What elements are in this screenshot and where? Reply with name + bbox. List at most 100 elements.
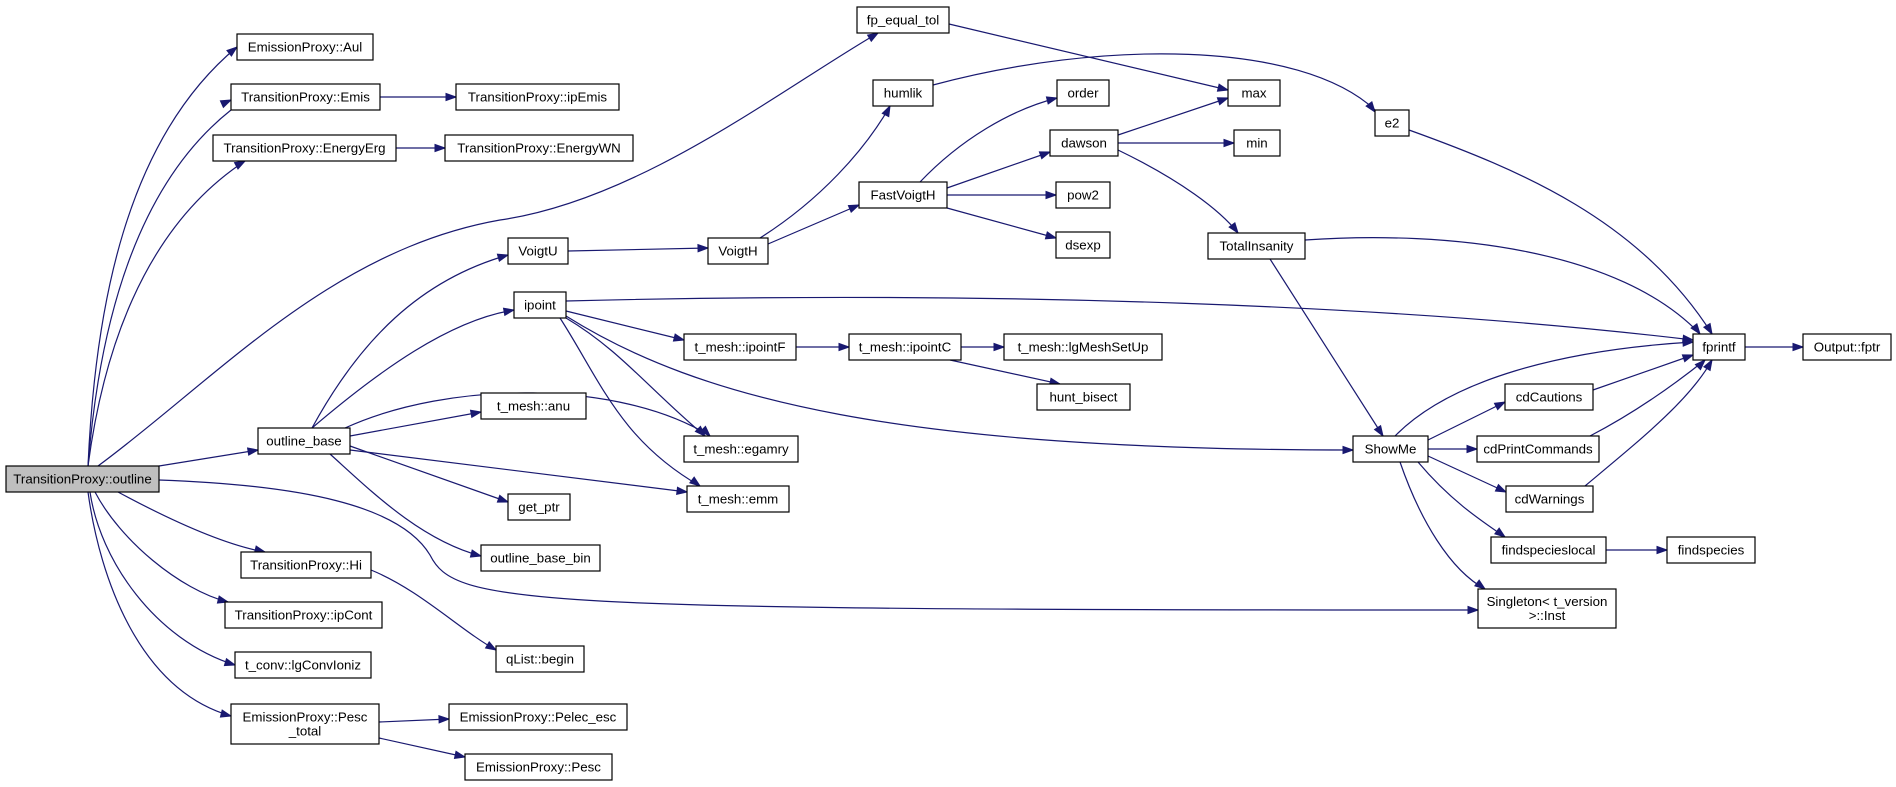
node-box[interactable]	[240, 551, 372, 579]
node-box[interactable]	[858, 181, 948, 209]
node-getptr[interactable]: get_ptr	[507, 493, 571, 521]
node-lgconvioniz[interactable]: t_conv::lgConvIoniz	[234, 651, 372, 679]
node-box[interactable]	[480, 392, 587, 420]
node-fptr[interactable]: Output::fptr	[1802, 333, 1892, 361]
node-box[interactable]	[1227, 79, 1281, 107]
node-box[interactable]	[1477, 588, 1617, 629]
node-totalinsanity[interactable]: TotalInsanity	[1207, 232, 1306, 260]
node-pesctotal[interactable]: EmissionProxy::Pesc_total	[230, 703, 380, 745]
node-e2[interactable]: e2	[1374, 109, 1410, 137]
node-emm[interactable]: t_mesh::emm	[686, 485, 790, 513]
node-fprintf[interactable]: fprintf	[1692, 333, 1746, 361]
node-outlinebasebin[interactable]: outline_base_bin	[480, 544, 601, 572]
node-pesc[interactable]: EmissionProxy::Pesc	[464, 753, 613, 781]
node-box[interactable]	[1056, 79, 1110, 107]
node-root[interactable]: TransitionProxy::outline	[5, 465, 160, 493]
node-box[interactable]	[872, 79, 934, 107]
node-showme[interactable]: ShowMe	[1352, 435, 1429, 463]
node-ipointf[interactable]: t_mesh::ipointF	[683, 333, 797, 361]
node-box[interactable]	[1476, 435, 1600, 463]
node-box[interactable]	[212, 134, 397, 162]
node-box[interactable]	[224, 601, 383, 629]
node-box[interactable]	[1233, 129, 1281, 157]
node-box[interactable]	[507, 493, 571, 521]
node-box[interactable]	[236, 33, 374, 61]
arrowhead	[1216, 83, 1230, 92]
node-dawson[interactable]: dawson	[1049, 129, 1119, 157]
node-box[interactable]	[230, 83, 381, 111]
node-box[interactable]	[1692, 333, 1746, 361]
node-dsexp[interactable]: dsexp	[1055, 231, 1111, 259]
node-box[interactable]	[1055, 181, 1111, 209]
edge-root-to-outlinebase	[158, 447, 260, 467]
node-voigtu[interactable]: VoigtU	[507, 237, 569, 265]
node-fpequaltol[interactable]: fp_equal_tol	[856, 6, 950, 34]
node-box[interactable]	[856, 6, 950, 34]
node-energyerg[interactable]: TransitionProxy::EnergyErg	[212, 134, 397, 162]
node-cdcautions[interactable]: cdCautions	[1504, 383, 1594, 411]
node-box[interactable]	[1504, 383, 1594, 411]
node-findspecieslocal[interactable]: findspecieslocal	[1490, 536, 1607, 564]
node-box[interactable]	[686, 485, 790, 513]
node-box[interactable]	[1490, 536, 1607, 564]
node-box[interactable]	[1207, 232, 1306, 260]
node-outlinebase[interactable]: outline_base	[257, 427, 351, 455]
node-cdprintcommands[interactable]: cdPrintCommands	[1476, 435, 1600, 463]
node-box[interactable]	[1802, 333, 1892, 361]
node-box[interactable]	[707, 237, 769, 265]
node-anu[interactable]: t_mesh::anu	[480, 392, 587, 420]
arrowhead	[1792, 342, 1805, 352]
node-huntbisect[interactable]: hunt_bisect	[1036, 383, 1131, 411]
node-box[interactable]	[444, 134, 634, 162]
node-box[interactable]	[1374, 109, 1410, 137]
node-ipcont[interactable]: TransitionProxy::ipCont	[224, 601, 383, 629]
node-singleton[interactable]: Singleton< t_version>::Inst	[1477, 588, 1617, 629]
edge-dawson-to-min	[1118, 138, 1236, 148]
node-findspecies[interactable]: findspecies	[1666, 536, 1756, 564]
node-box[interactable]	[448, 703, 628, 731]
node-label: VoigtH	[718, 244, 757, 259]
node-box[interactable]	[1003, 333, 1163, 361]
node-humlik[interactable]: humlik	[872, 79, 934, 107]
node-fastvoigth[interactable]: FastVoigtH	[858, 181, 948, 209]
node-ipointc[interactable]: t_mesh::ipointC	[848, 333, 962, 361]
node-box[interactable]	[507, 237, 569, 265]
node-box[interactable]	[683, 333, 797, 361]
node-ipoint[interactable]: ipoint	[513, 291, 567, 319]
node-energywn[interactable]: TransitionProxy::EnergyWN	[444, 134, 634, 162]
node-ipemis[interactable]: TransitionProxy::ipEmis	[455, 83, 620, 111]
node-voigth[interactable]: VoigtH	[707, 237, 769, 265]
node-max[interactable]: max	[1227, 79, 1281, 107]
node-box[interactable]	[513, 291, 567, 319]
node-egamry[interactable]: t_mesh::egamry	[683, 435, 799, 463]
node-box[interactable]	[455, 83, 620, 111]
edge-line	[1408, 129, 1713, 335]
node-order[interactable]: order	[1056, 79, 1110, 107]
node-box[interactable]	[230, 703, 380, 745]
node-hi[interactable]: TransitionProxy::Hi	[240, 551, 372, 579]
node-box[interactable]	[495, 645, 585, 673]
node-box[interactable]	[1505, 485, 1594, 513]
node-box[interactable]	[1049, 129, 1119, 157]
arrowhead	[1694, 358, 1707, 371]
node-box[interactable]	[257, 427, 351, 455]
node-label: ShowMe	[1365, 442, 1417, 457]
node-box[interactable]	[1352, 435, 1429, 463]
node-pow2[interactable]: pow2	[1055, 181, 1111, 209]
node-qlistbegin[interactable]: qList::begin	[495, 645, 585, 673]
node-box[interactable]	[683, 435, 799, 463]
node-lgmeshsetup[interactable]: t_mesh::lgMeshSetUp	[1003, 333, 1163, 361]
node-cdwarnings[interactable]: cdWarnings	[1505, 485, 1594, 513]
node-box[interactable]	[1055, 231, 1111, 259]
node-box[interactable]	[1036, 383, 1131, 411]
node-pelecesc[interactable]: EmissionProxy::Pelec_esc	[448, 703, 628, 731]
node-box[interactable]	[234, 651, 372, 679]
node-box[interactable]	[480, 544, 601, 572]
node-box[interactable]	[1666, 536, 1756, 564]
node-box[interactable]	[5, 465, 160, 493]
node-box[interactable]	[848, 333, 962, 361]
node-aul[interactable]: EmissionProxy::Aul	[236, 33, 374, 61]
node-emis[interactable]: TransitionProxy::Emis	[230, 83, 381, 111]
node-min[interactable]: min	[1233, 129, 1281, 157]
node-box[interactable]	[464, 753, 613, 781]
